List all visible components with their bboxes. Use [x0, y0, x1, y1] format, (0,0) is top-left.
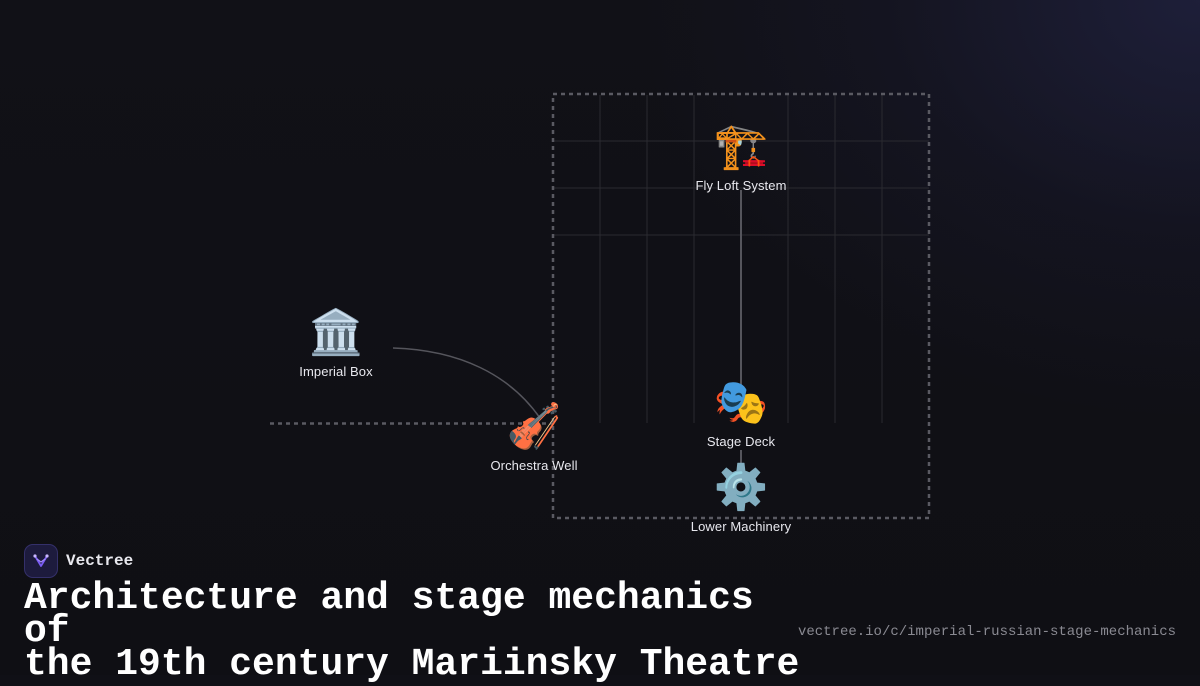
construction-crane-icon: 🏗️: [713, 122, 769, 171]
node-stage-deck[interactable]: 🎭 Stage Deck: [671, 378, 811, 449]
source-url: vectree.io/c/imperial-russian-stage-mech…: [797, 624, 1176, 640]
brand: Vectree: [24, 544, 133, 578]
node-imperial-box[interactable]: 🏛️ Imperial Box: [266, 308, 406, 379]
node-orchestra-well[interactable]: 🎻 Orchestra Well: [464, 402, 604, 473]
violin-icon: 🎻: [506, 402, 562, 451]
node-label: Fly Loft System: [695, 178, 787, 193]
node-label: Lower Machinery: [690, 519, 792, 534]
stage-grid: [553, 95, 929, 423]
stage-frame: [551, 92, 931, 520]
vectree-logo-icon: [24, 544, 58, 578]
edge-imperial-box-to-orchestra-well: [392, 347, 541, 419]
theatre-masks-icon: 🎭: [713, 378, 769, 427]
classical-building-icon: 🏛️: [308, 308, 364, 357]
gear-icon: ⚙️: [713, 463, 769, 512]
brand-name: Vectree: [66, 552, 134, 570]
node-label: Stage Deck: [706, 434, 776, 449]
node-lower-machinery[interactable]: ⚙️ Lower Machinery: [671, 463, 811, 534]
node-fly-loft-system[interactable]: 🏗️ Fly Loft System: [671, 122, 811, 193]
node-label: Imperial Box: [299, 364, 373, 379]
page-title: Architecture and stage mechanics of the …: [24, 577, 800, 686]
node-label: Orchestra Well: [490, 458, 578, 473]
